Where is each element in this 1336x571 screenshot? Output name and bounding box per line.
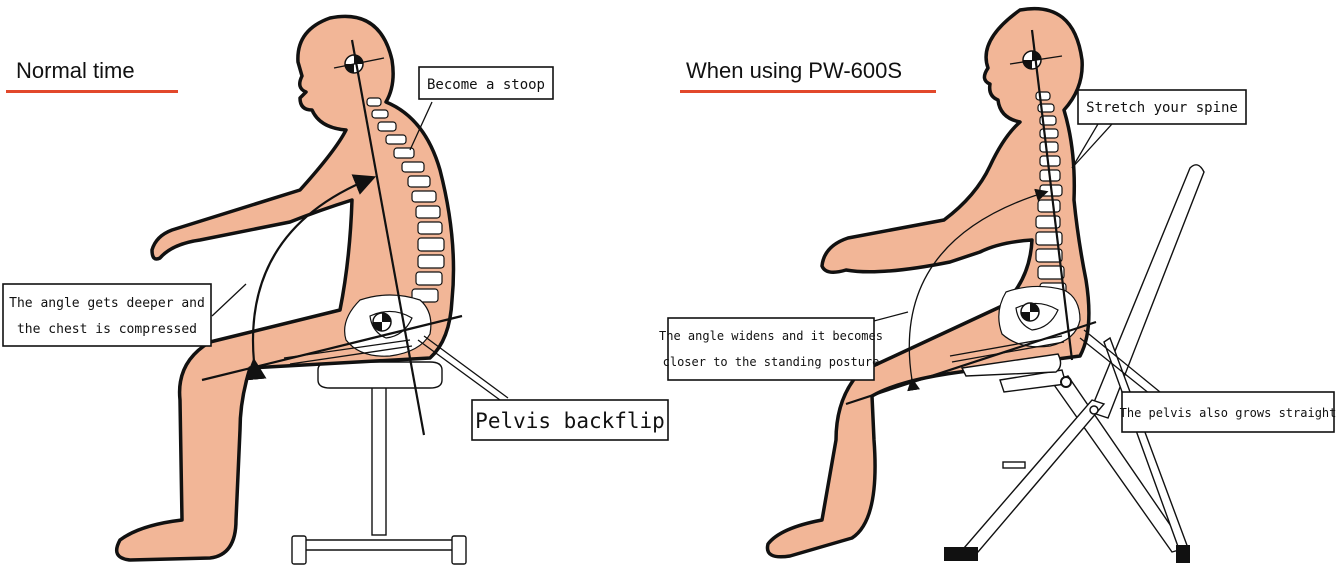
left-body-silhouette [114, 14, 456, 562]
callout-pelvis-backflip: Pelvis backflip [417, 335, 669, 441]
right-heading: When using PW-600S [686, 58, 902, 83]
svg-text:the chest is compressed: the chest is compressed [17, 322, 197, 337]
svg-text:closer to the standing posture: closer to the standing posture [663, 355, 880, 369]
left-person [114, 14, 463, 562]
right-posture-line [1030, 29, 1074, 361]
left-angle-arc [244, 174, 377, 381]
left-heading: Normal time [16, 58, 135, 83]
callout-angle-widens: The angle widens and it becomes closer t… [659, 311, 909, 381]
stool [291, 361, 467, 565]
svg-text:Become a stoop: Become a stoop [427, 77, 545, 93]
svg-text:Pelvis backflip: Pelvis backflip [475, 409, 665, 433]
svg-text:The angle gets deeper and: The angle gets deeper and [9, 296, 205, 311]
left-panel: Normal time [2, 14, 669, 565]
right-angle-arc [907, 188, 1049, 392]
svg-text:The angle widens and it become: The angle widens and it becomes [659, 329, 883, 343]
left-posture-line [350, 39, 426, 436]
callout-pelvis-straight: The pelvis also grows straight [1079, 329, 1336, 433]
left-heading-underline [6, 90, 178, 93]
right-heading-underline [680, 90, 936, 93]
callout-stretch-spine: Stretch your spine [1071, 89, 1247, 169]
right-person [765, 6, 1097, 559]
left-spine [366, 97, 445, 303]
callout-angle-deeper: The angle gets deeper and the chest is c… [2, 283, 247, 347]
right-panel: When using PW-600S [659, 6, 1336, 563]
callout-become-stoop: Become a stoop [409, 66, 554, 151]
svg-text:Stretch your spine: Stretch your spine [1086, 100, 1238, 116]
svg-text:The pelvis also grows straight: The pelvis also grows straight [1120, 406, 1336, 420]
